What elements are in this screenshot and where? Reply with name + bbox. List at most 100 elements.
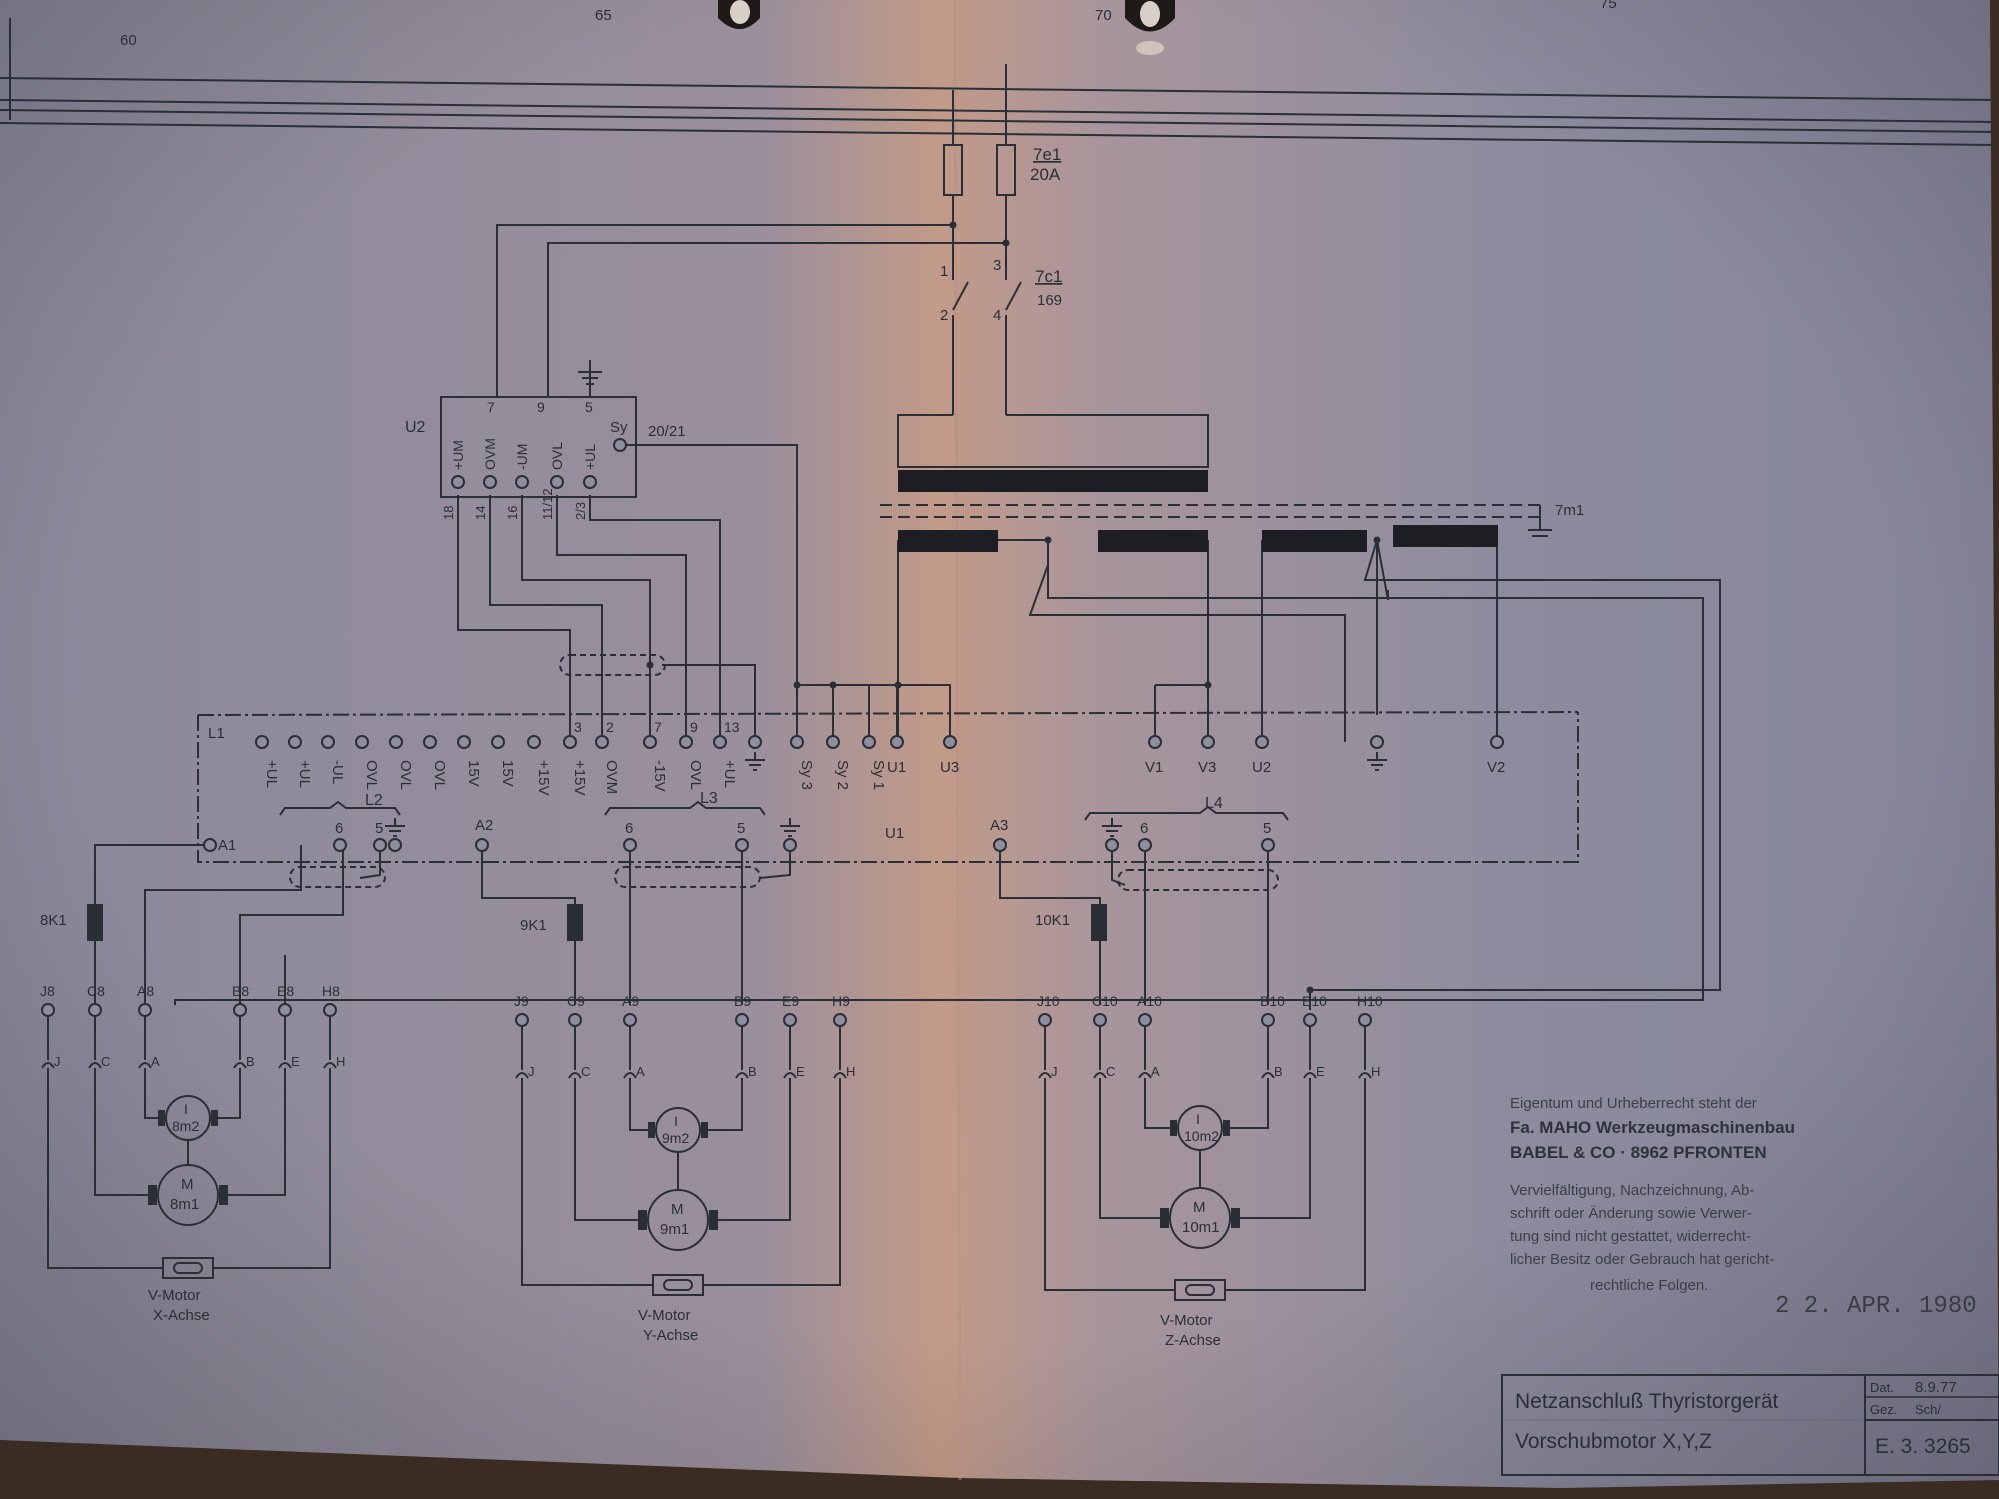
slot-terminal	[475, 838, 489, 852]
stamp-line: Eigentum und Urheberrecht steht der	[1510, 1095, 1757, 1112]
stamp-line: schrift oder Änderung sowie Verwer-	[1510, 1205, 1752, 1222]
connector-label: H9	[832, 993, 850, 1009]
connector-contact-label: B	[748, 1064, 757, 1079]
stamp-line: rechtliche Folgen.	[1590, 1277, 1708, 1294]
motor-symbol: M	[1193, 1199, 1206, 1216]
border-line	[0, 122, 1996, 146]
controller-terminal	[451, 475, 465, 489]
controller-top-pin: 9	[537, 399, 545, 415]
primary-winding	[898, 470, 1208, 492]
strip-terminal	[826, 735, 840, 749]
contactor-ref: 7c1	[1035, 267, 1062, 286]
connector-contact-label: C	[101, 1054, 110, 1069]
connector-label: B10	[1260, 993, 1285, 1009]
group-pin-number: 5	[375, 820, 383, 837]
relay-label: 9K1	[520, 917, 547, 934]
connector-pin	[623, 1013, 637, 1027]
controller-terminal-label: OVM	[482, 438, 498, 470]
strip-terminal	[563, 735, 577, 749]
date-value: 8.9.77	[1915, 1379, 1957, 1396]
strip-pin-number: 2	[606, 719, 614, 735]
center-label: U1	[885, 825, 904, 842]
connector-contact	[783, 1072, 797, 1079]
connector-contact-label: H	[1371, 1064, 1380, 1079]
connector-label: C10	[1092, 993, 1118, 1009]
axis-caption: V-Motor	[638, 1307, 691, 1324]
strip-terminal	[1201, 735, 1215, 749]
connector-label: J8	[40, 983, 55, 999]
controller-terminal	[583, 475, 597, 489]
strip-terminal-label: +UL	[296, 760, 313, 788]
strip-terminal	[643, 735, 657, 749]
connector-contact	[833, 1072, 847, 1079]
ground-symbol	[745, 752, 765, 771]
connector-label: E8	[277, 983, 294, 999]
connector-contact	[515, 1072, 529, 1079]
strip-terminal	[595, 735, 609, 749]
group-pin	[373, 838, 387, 852]
connector-pin	[1261, 1013, 1275, 1027]
strip-terminal	[943, 735, 957, 749]
group-label: L2	[365, 792, 383, 809]
strip-terminal-label: -15V	[651, 760, 668, 792]
motor-ref: 10m1	[1182, 1219, 1220, 1236]
jumper-plug	[162, 1257, 214, 1279]
terminal-strip-ref: L1	[208, 725, 225, 742]
paper-fold	[953, 0, 962, 1481]
group-ground-pin	[783, 838, 797, 852]
connector-pin	[323, 1003, 337, 1017]
strip-terminal	[679, 735, 693, 749]
junction-dot	[949, 221, 957, 229]
drawn-by-value: Sch/	[1915, 1402, 1941, 1417]
connector-pin	[1303, 1013, 1317, 1027]
axis-caption: Z-Achse	[1165, 1332, 1221, 1349]
group-ground-pin	[388, 838, 402, 852]
axis-circuit-z-achse	[1038, 1020, 1372, 1301]
junction-dot	[829, 681, 837, 689]
stamp-line: BABEL & CO · 8962 PFRONTEN	[1510, 1143, 1767, 1162]
relay-label: 8K1	[40, 912, 67, 929]
strip-terminal	[288, 735, 302, 749]
connector-contact-label: B	[1274, 1064, 1283, 1079]
column-number: 65	[595, 7, 612, 24]
controller-pin-number: 18	[441, 506, 456, 520]
sync-label: Sy	[610, 419, 628, 436]
tacho-symbol: I	[1196, 1111, 1200, 1127]
slot-terminal	[203, 838, 217, 852]
border-line	[0, 109, 1996, 133]
junction-dot	[894, 681, 902, 689]
connector-pin	[138, 1003, 152, 1017]
controller-terminal-label: OVL	[549, 442, 565, 470]
connector-label: J9	[514, 993, 529, 1009]
stamp-line: Vervielfältigung, Nachzeichnung, Ab-	[1510, 1182, 1754, 1199]
strip-terminal	[355, 735, 369, 749]
stamp-line: licher Besitz oder Gebrauch hat gericht-	[1510, 1251, 1774, 1268]
controller-ref: U2	[405, 419, 426, 436]
strip-terminal	[790, 735, 804, 749]
contactor-pin: 3	[993, 257, 1001, 274]
strip-terminal-label: Sy 1	[870, 760, 887, 790]
connector-pin	[568, 1013, 582, 1027]
connector-contact-label: A	[636, 1064, 645, 1079]
secondary-winding-3	[1262, 530, 1367, 552]
strip-terminal	[389, 735, 403, 749]
jumper-plug	[652, 1274, 704, 1296]
column-number: 75	[1600, 0, 1617, 12]
connector-contact	[1303, 1072, 1317, 1079]
strip-terminal	[1370, 735, 1384, 749]
contactor-page: 169	[1037, 292, 1062, 309]
slot-label: A1	[218, 837, 236, 854]
axis-caption: X-Achse	[153, 1307, 210, 1324]
connector-label: C9	[567, 993, 585, 1009]
strip-terminal	[748, 735, 762, 749]
motor-symbol: M	[181, 1176, 194, 1193]
controller-pin-number: 11/12	[540, 488, 555, 520]
connector-pin	[735, 1013, 749, 1027]
junction-dot	[1204, 681, 1212, 689]
border-line	[0, 77, 1996, 101]
group-pin-number: 5	[1263, 820, 1271, 837]
connector-contact	[623, 1072, 637, 1079]
contactor-pin: 1	[940, 263, 948, 280]
junction-dot	[1373, 536, 1381, 544]
group-label: L3	[700, 790, 718, 807]
